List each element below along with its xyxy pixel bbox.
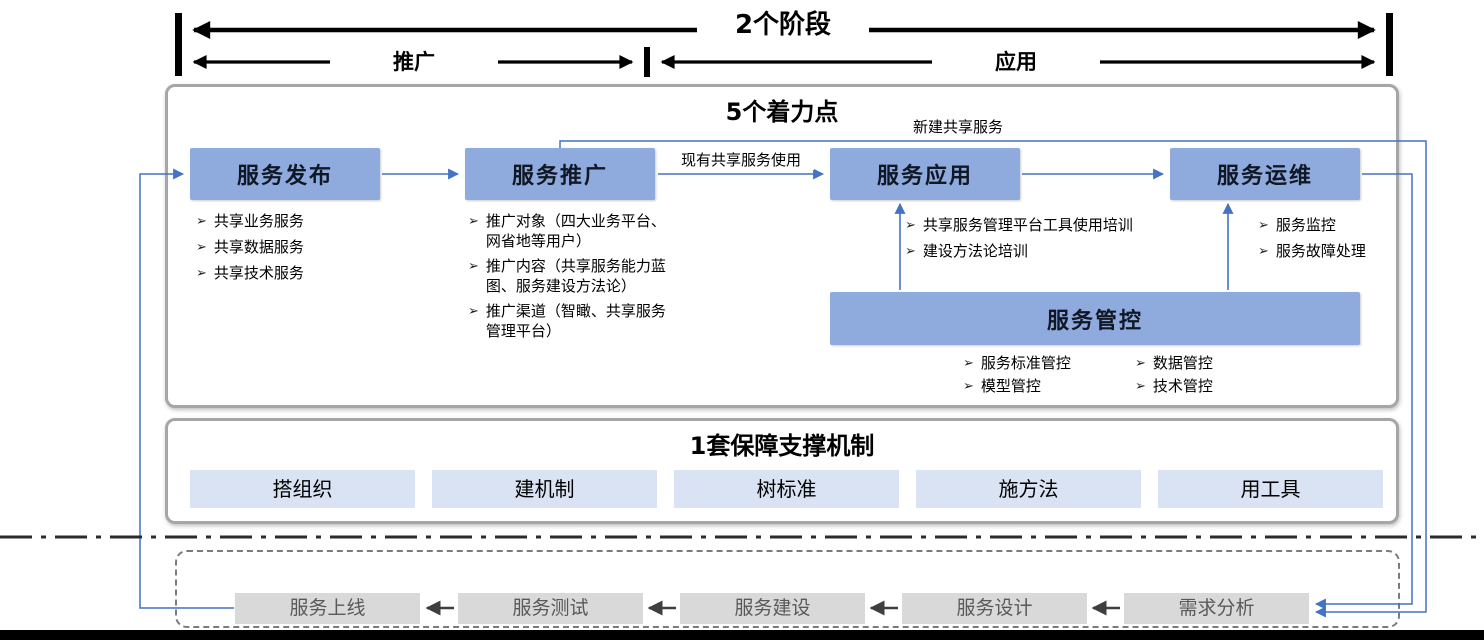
arrow-bullet-icon: ➢ (468, 214, 479, 229)
list-item-text: 服务标准管控 (980, 354, 1071, 372)
publish-item-list: ➢ 共享业务服务 ➢ 共享数据服务 ➢ 共享技术服务 (196, 212, 436, 290)
list-item-text: 模型管控 (980, 377, 1041, 396)
arrow-bullet-icon: ➢ (196, 240, 207, 256)
span-end-bar-left (175, 13, 182, 76)
operate-item-list: ➢ 服务监控 ➢ 服务故障处理 (1258, 216, 1408, 268)
list-item-text: 服务故障处理 (1275, 242, 1366, 261)
pipeline-step-launch: 服务上线 (235, 593, 420, 624)
list-item-text: 推广内容（共享服务能力蓝图、服务建设方法论） (485, 257, 666, 295)
list-item-text: 服务监控 (1275, 216, 1336, 234)
mechanism-item-method: 施方法 (916, 470, 1141, 508)
list-item: ➢ 共享技术服务 (196, 264, 436, 284)
phase-label-promotion: 推广 (330, 46, 498, 79)
pipeline-step-build: 服务建设 (680, 593, 865, 624)
list-item: ➢ 推广渠道（智瞰、共享服务管理平台） (468, 302, 680, 341)
list-item: ➢ 服务故障处理 (1258, 242, 1408, 262)
pipeline-step-design: 服务设计 (902, 593, 1087, 624)
span-end-bar-right (1386, 13, 1393, 76)
mechanism-item-tool: 用工具 (1158, 470, 1383, 508)
list-item-text: 共享服务管理平台工具使用培训 (922, 216, 1133, 234)
list-item-text: 数据管控 (1152, 354, 1213, 372)
stages-label: 2个阶段 (697, 5, 869, 45)
flow-label-existing-service: 现有共享服务使用 (668, 150, 814, 170)
service-box-operate: 服务运维 (1170, 148, 1360, 200)
arrow-bullet-icon: ➢ (1135, 356, 1146, 371)
list-item: ➢ 推广内容（共享服务能力蓝图、服务建设方法论） (468, 257, 680, 296)
list-item-text: 技术管控 (1152, 377, 1213, 396)
list-item: ➢ 模型管控 (963, 377, 1133, 397)
phase-label-application: 应用 (932, 46, 1100, 79)
service-box-promote: 服务推广 (465, 148, 655, 200)
list-item-text: 共享业务服务 (213, 212, 304, 230)
flow-label-new-service: 新建共享服务 (904, 117, 1012, 137)
apply-item-list: ➢ 共享服务管理平台工具使用培训 ➢ 建设方法论培训 (905, 216, 1200, 268)
list-item-text: 推广渠道（智瞰、共享服务管理平台） (485, 302, 666, 340)
list-item: ➢ 推广对象（四大业务平台、网省地等用户） (468, 212, 680, 251)
promote-item-list: ➢ 推广对象（四大业务平台、网省地等用户） ➢ 推广内容（共享服务能力蓝图、服务建设… (468, 212, 680, 347)
arrow-bullet-icon: ➢ (196, 266, 207, 282)
control-item-list-col1: ➢ 服务标准管控 ➢ 模型管控 (963, 354, 1133, 400)
list-item: ➢ 共享业务服务 (196, 212, 436, 232)
service-box-publish: 服务发布 (190, 148, 380, 200)
list-item-text: 共享数据服务 (213, 238, 304, 257)
arrow-bullet-icon: ➢ (196, 214, 207, 229)
list-item-text: 推广对象（四大业务平台、网省地等用户） (485, 212, 666, 250)
mechanism-item-organization: 搭组织 (190, 470, 415, 508)
list-item: ➢ 数据管控 (1135, 354, 1295, 374)
arrow-bullet-icon: ➢ (905, 218, 916, 233)
list-item: ➢ 共享数据服务 (196, 238, 436, 258)
arrow-bullet-icon: ➢ (468, 259, 479, 274)
list-item: ➢ 服务监控 (1258, 216, 1408, 236)
arrow-bullet-icon: ➢ (905, 244, 916, 260)
span-divider-bar (644, 47, 650, 77)
arrow-bullet-icon: ➢ (1135, 379, 1146, 395)
list-item-text: 共享技术服务 (213, 264, 304, 283)
bottom-border-bar (0, 630, 1484, 640)
control-item-list-col2: ➢ 数据管控 ➢ 技术管控 (1135, 354, 1295, 400)
mechanism-item-standard: 树标准 (674, 470, 899, 508)
arrow-bullet-icon: ➢ (963, 379, 974, 395)
arrow-bullet-icon: ➢ (468, 304, 479, 319)
service-box-apply: 服务应用 (830, 148, 1020, 200)
list-item: ➢ 服务标准管控 (963, 354, 1133, 374)
arrow-bullet-icon: ➢ (1258, 218, 1269, 233)
list-item-text: 建设方法论培训 (922, 242, 1028, 261)
service-box-control: 服务管控 (830, 292, 1360, 345)
focus-panel-title: 5个着力点 (725, 98, 839, 126)
mechanism-item-mechanism: 建机制 (432, 470, 657, 508)
list-item: ➢ 共享服务管理平台工具使用培训 (905, 216, 1200, 236)
list-item: ➢ 技术管控 (1135, 377, 1295, 397)
mechanism-panel-title: 1套保障支撑机制 (689, 432, 875, 460)
arrow-bullet-icon: ➢ (963, 356, 974, 371)
arrow-bullet-icon: ➢ (1258, 244, 1269, 260)
list-item: ➢ 建设方法论培训 (905, 242, 1200, 262)
pipeline-step-test: 服务测试 (458, 593, 643, 624)
pipeline-step-requirement: 需求分析 (1124, 593, 1309, 624)
